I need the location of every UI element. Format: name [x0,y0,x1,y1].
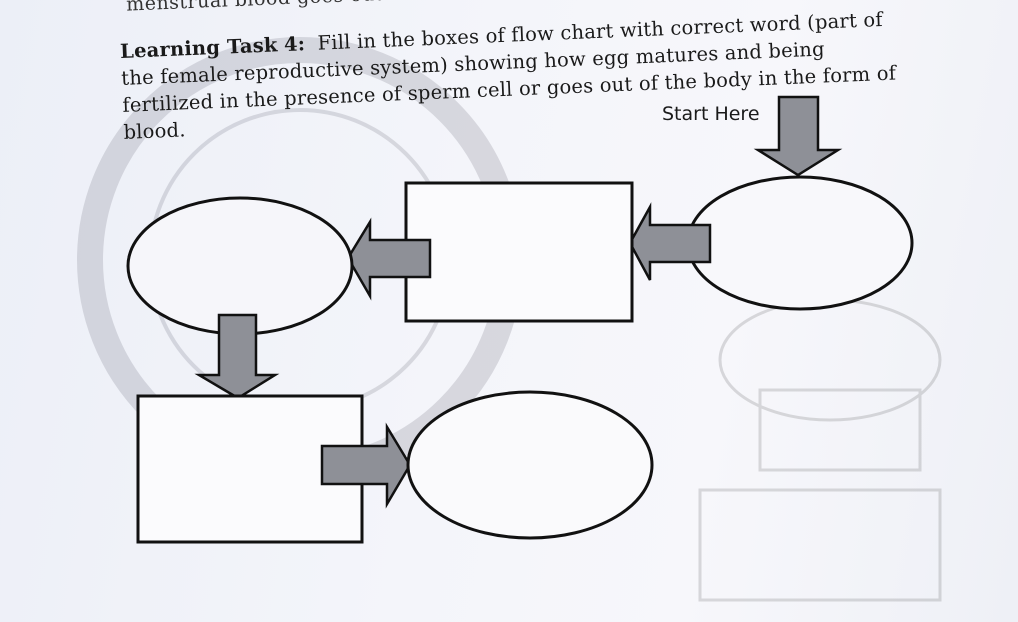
arrow-node3-to-node4 [194,313,280,400]
flow-node-5-ellipse[interactable] [406,390,654,540]
start-arrow [753,95,843,177]
arrow-node4-to-node5 [320,422,412,509]
flow-node-2-box[interactable] [404,181,634,323]
flow-node-1-ellipse[interactable] [686,175,914,311]
flow-node-3-ellipse[interactable] [126,196,354,336]
arrow-node2-to-node3 [346,217,432,301]
start-here-label: Start Here [662,103,760,125]
arrow-node1-to-node2 [628,202,712,281]
